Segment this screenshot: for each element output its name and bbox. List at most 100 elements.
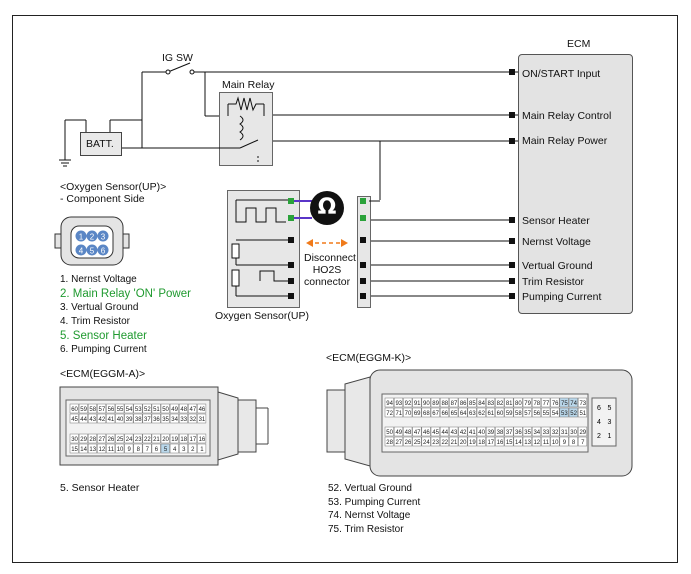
pin-label: 15 [506,440,513,446]
pin-cell [78,413,88,424]
pin-cell [178,403,188,414]
pin-label: 86 [460,401,467,407]
pin-cell [124,413,134,424]
pin-cell [430,407,440,418]
pin-label: 32 [552,430,559,436]
pin-cell [550,426,560,437]
sensor-pin-green [288,215,294,221]
pin-label: 72 [386,411,393,417]
pin-label: 33 [180,417,187,423]
pin-cell [142,413,152,424]
pin-label: 10 [552,440,559,446]
pin-cell [522,407,532,418]
pin-label: 79 [524,401,531,407]
pin-cell [69,413,79,424]
pin-cell [421,436,431,447]
pin-label: 9 [127,447,131,453]
pin-cell [115,413,125,424]
pin-label: 3 [182,447,186,453]
pin-cell [151,413,161,424]
pin-label: 22 [144,437,151,443]
pin-label: 36 [515,430,522,436]
pin-label: 69 [414,411,421,417]
pin-cell [78,403,88,414]
pin-label: 74 [570,401,577,407]
pin-cell [142,433,152,444]
pin-cell [513,436,523,447]
pin-cell [485,436,496,447]
sensor-pin-item: 1. Nernst Voltage [60,274,137,285]
pin-cell [458,436,468,447]
pin-cell [393,436,404,447]
pin-cell [151,403,161,414]
pin-label: 20 [162,437,169,443]
pin-label: 18 [478,440,485,446]
pin-label: 52 [144,407,151,413]
pin-label: 25 [414,440,421,446]
pin-label: 90 [423,401,430,407]
pin-cell [559,397,569,408]
sensor-pin-item: 2. Main Relay 'ON' Power [60,288,191,300]
pin-cell [97,443,107,454]
pin-cell [403,407,413,418]
pin-cell [178,443,188,454]
pin-cell [384,407,394,418]
switch-gap [168,68,192,76]
pin-cell [522,397,532,408]
ecm-a-note: 5. Sensor Heater [60,482,140,494]
ecm-pin-nernst-voltage: Nernst Voltage [522,236,591,248]
sensor-header-subtitle: - Component Side [60,193,145,205]
pin-label: 43 [89,417,96,423]
pin-cell [531,436,542,447]
ecm-k-note: 53. Pumping Current [328,496,421,508]
pin-cell [522,426,532,437]
pin-cell [384,426,394,437]
pin-circle [97,244,109,256]
pin-cell [541,407,551,418]
pin-label: 39 [126,417,133,423]
pin-cell [142,443,152,454]
side-pin-label: 1 [608,433,612,440]
sensor-header-title: <Oxygen Sensor(UP)> [60,181,167,193]
pin-label: 85 [469,401,476,407]
pin-label: 71 [395,411,402,417]
pin-cell [541,397,551,408]
pin-cell [97,413,107,424]
pin-cell [69,443,79,454]
pin-cell [151,443,161,454]
pin-cell [421,407,431,418]
pin-label: 19 [171,437,178,443]
pin-label: 27 [99,437,106,443]
pin-label: 17 [190,437,197,443]
ecm-k-note: 75. Trim Resistor [328,523,404,535]
pin-label: 2 [191,447,195,453]
pin-cell [87,443,97,454]
relay-coil [239,115,244,141]
pin-cell [115,433,125,444]
pin-cell [87,403,97,414]
pin-label: 88 [441,401,448,407]
pin-cell [476,436,486,447]
pin-label: 26 [108,437,115,443]
pin-cell [97,403,107,414]
pin-cell [504,436,514,447]
pin-label: 8 [572,440,576,446]
pin-label: 40 [478,430,485,436]
pin-label: 20 [460,440,467,446]
pin-label: 75 [561,401,568,407]
pin-cell [106,413,116,424]
side-pin-label: 5 [608,405,612,412]
pin-label: 13 [524,440,531,446]
pin-label: 14 [515,440,522,446]
pin-label: 11 [108,447,115,453]
pin-cell [69,403,79,414]
pin-cell [550,397,560,408]
sensor-pin-list: 1. Nernst Voltage 2. Main Relay 'ON' Powe… [60,273,191,357]
pin-cell [568,397,578,408]
pin-label: 51 [153,407,160,413]
pin-label: 46 [199,407,206,413]
